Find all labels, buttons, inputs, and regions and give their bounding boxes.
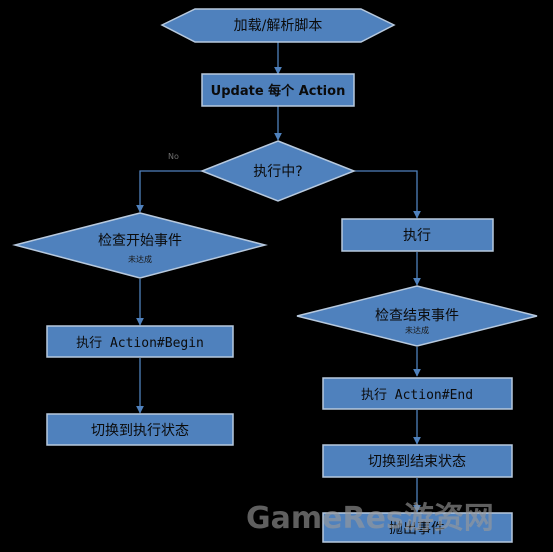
node-check-start-sub: 未达成 (128, 254, 152, 264)
node-switch-running-label: 切换到执行状态 (91, 422, 189, 439)
node-check-end-sub: 未达成 (405, 325, 429, 335)
watermark-text: GameRes游资网 (246, 501, 494, 536)
node-update-action: Update 每个 Action (201, 73, 355, 107)
node-is-running-label: 执行中? (253, 164, 302, 180)
node-execute: 执行 (341, 218, 494, 252)
node-switch-running: 切换到执行状态 (46, 413, 234, 446)
node-switch-end-label: 切换到结束状态 (368, 453, 466, 470)
node-switch-end: 切换到结束状态 (322, 444, 513, 478)
node-throw-event-label: 抛出事件 (389, 521, 445, 537)
node-is-running: 执行中? (199, 140, 357, 202)
node-update-action-label: Update 每个 Action (211, 83, 346, 99)
edge-running-to-execute (354, 170, 421, 219)
node-check-end: 检查结束事件 未达成 (296, 285, 538, 347)
node-load-script-label: 加载/解析脚本 (234, 18, 323, 34)
node-check-start: 检查开始事件 未达成 (12, 212, 268, 279)
connectors (136, 42, 421, 513)
node-action-begin: 执行 Action#Begin (46, 325, 234, 358)
node-action-begin-label: 执行 Action#Begin (76, 336, 204, 351)
node-execute-label: 执行 (403, 228, 431, 244)
running-hint-label: No (168, 152, 179, 161)
node-load-script: 加载/解析脚本 (160, 8, 396, 43)
node-throw-event: 抛出事件 (322, 512, 513, 543)
node-action-end-label: 执行 Action#End (361, 388, 473, 403)
node-action-end: 执行 Action#End (322, 377, 513, 410)
edge-running-to-check-start (136, 170, 202, 213)
node-check-start-label: 检查开始事件 (98, 233, 182, 249)
node-check-end-label: 检查结束事件 (375, 308, 459, 324)
